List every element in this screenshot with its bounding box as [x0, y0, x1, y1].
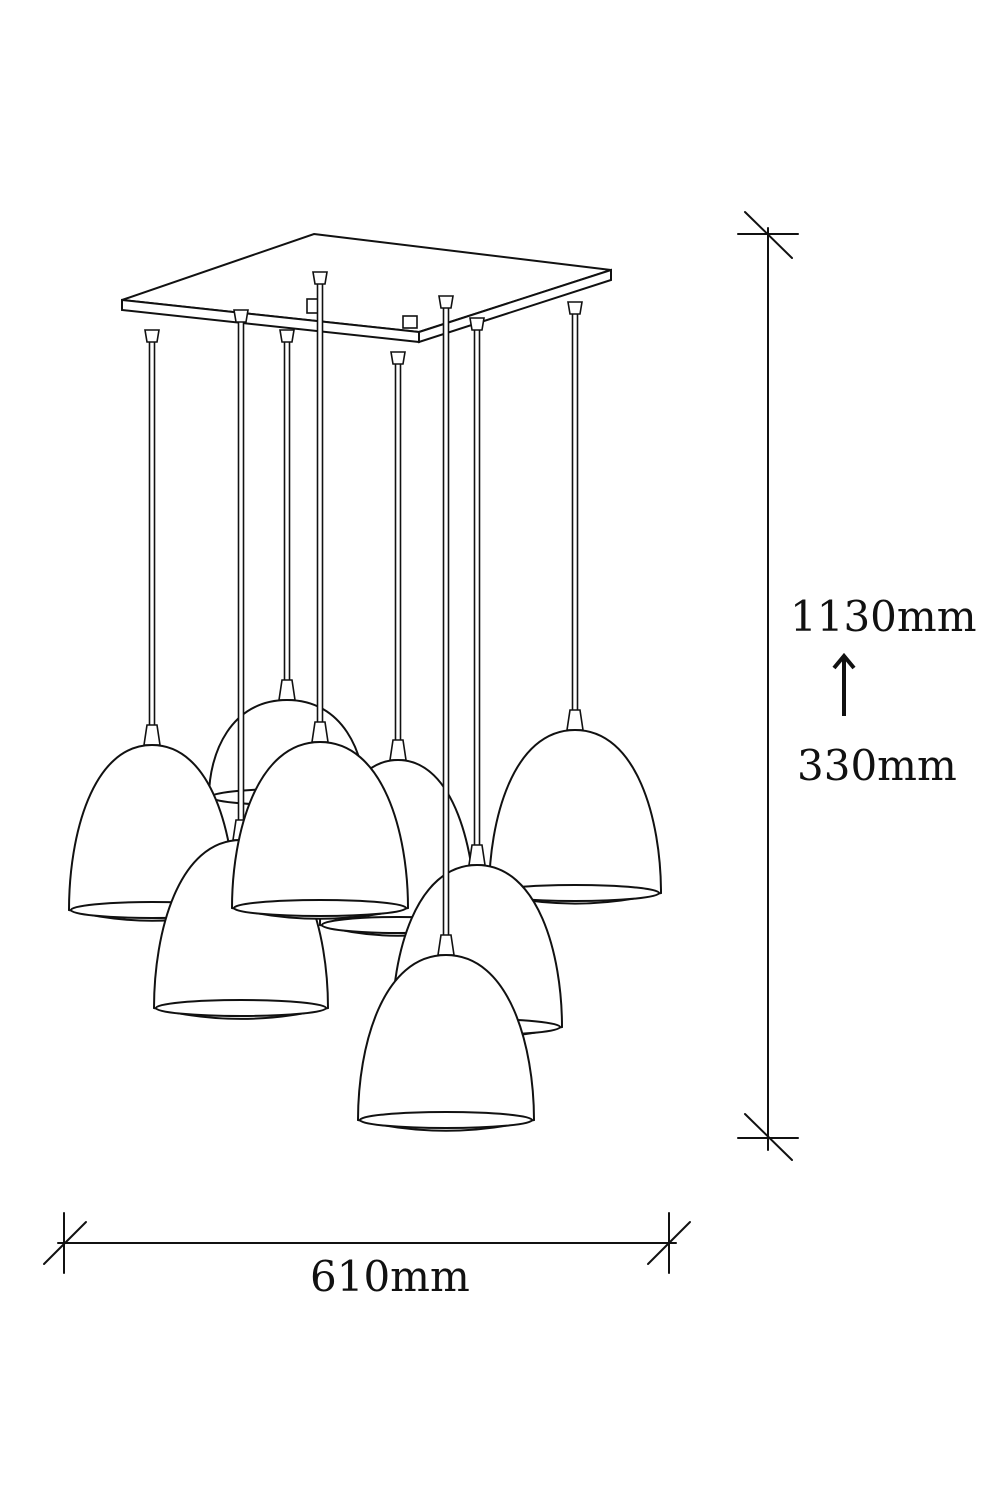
width-label: 610mm [310, 1252, 470, 1301]
arrow-up-icon [832, 652, 856, 716]
pendant-8 [356, 295, 536, 1132]
pendant-6 [390, 317, 564, 1039]
height-dimension-line [737, 211, 799, 1161]
pendant-7 [230, 271, 410, 920]
height-max-label: 1130mm [790, 592, 977, 641]
pendant-shades [67, 271, 663, 1132]
width-dimension-line [43, 1212, 691, 1274]
height-min-label: 330mm [797, 741, 957, 790]
pendant-1 [207, 329, 367, 806]
ceiling-canopy [121, 232, 612, 344]
pendant-4 [487, 301, 663, 905]
pendant-3 [67, 329, 237, 922]
